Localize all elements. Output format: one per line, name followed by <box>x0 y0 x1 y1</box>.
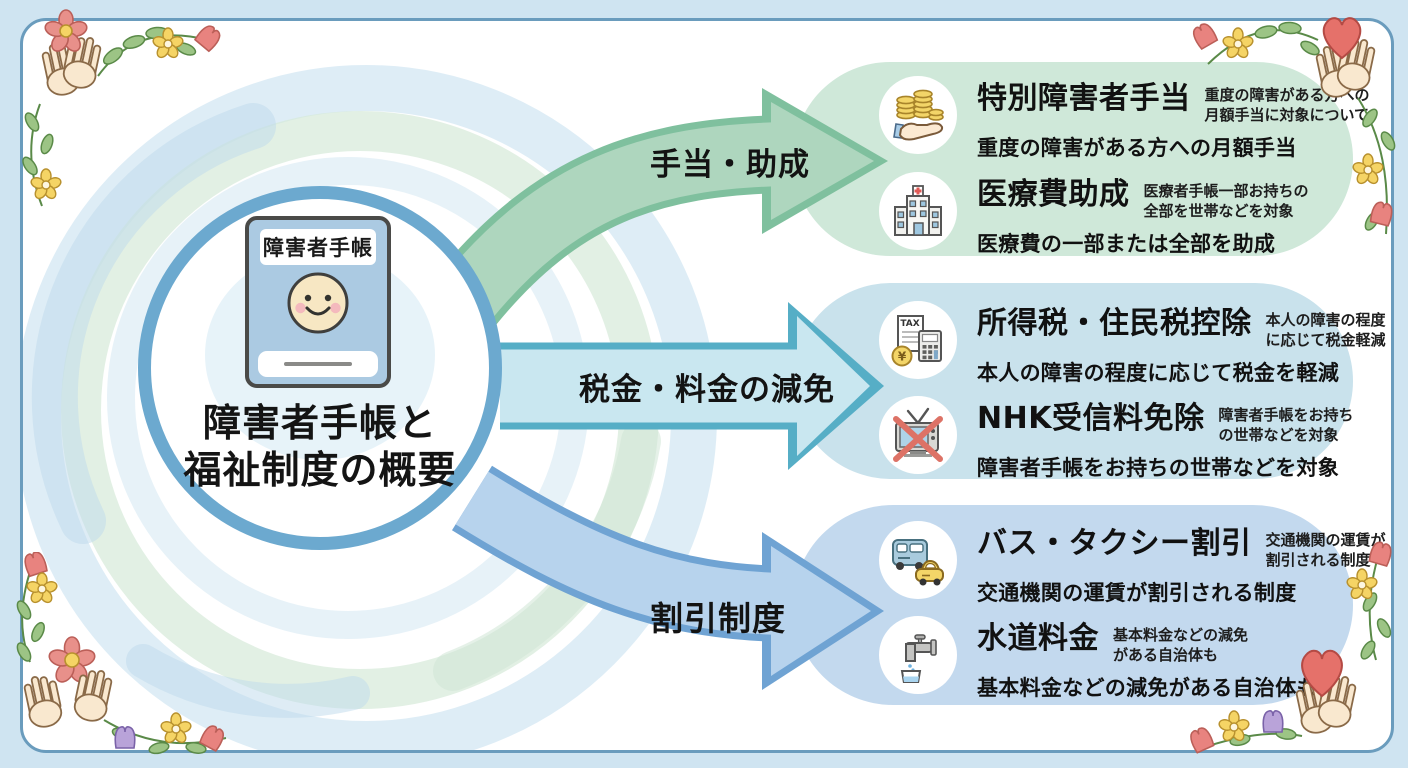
item-subtitle: 重度の障害がある方への月額手当 <box>977 136 1297 160</box>
item-title: NHK受信料免除 <box>977 401 1205 436</box>
discount-box: バス・タクシー割引 交通機関の運賃が 割引される制度 交通機関の運賃が割引される… <box>793 505 1386 705</box>
svg-text:TAX: TAX <box>900 319 919 329</box>
arrow-label-discount: 割引制度 <box>650 599 786 638</box>
item-note: 本人の障害の程度 に応じて税金軽減 <box>1265 311 1386 349</box>
water-faucet-icon <box>900 634 937 683</box>
disability-certificate-booklet: 障害者手帳 <box>245 216 391 388</box>
item-title: バス・タクシー割引 <box>977 526 1252 561</box>
tax-calculator-icon: TAX ¥ <box>891 315 942 367</box>
page-title: 障害者手帳と 福祉制度の概要 <box>183 401 457 493</box>
item-subtitle: 医療費の一部または全部を助成 <box>977 232 1276 256</box>
booklet-label: 障害者手帳 <box>260 229 376 265</box>
arrow-label-tax: 税金・料金の減免 <box>579 372 835 408</box>
item-subtitle: 障害者手帳をお持ちの世帯などを対象 <box>977 456 1340 480</box>
list-item: 水道料金 基本料金などの減免 がある自治体も 基本料金などの減免がある自治体も <box>879 616 1339 702</box>
item-note: 重度の障害がある方への 月額手当に対象について <box>1204 86 1370 124</box>
svg-text:¥: ¥ <box>898 350 907 364</box>
arrow-label-benefits: 手当・助成 <box>650 147 810 183</box>
bus-taxi-icon <box>892 539 944 586</box>
item-subtitle: 基本料金などの減免がある自治体も <box>977 676 1318 700</box>
item-subtitle: 本人の障害の程度に応じて税金を軽減 <box>977 361 1340 385</box>
hospital-icon <box>894 185 942 236</box>
item-note: 基本料金などの減免 がある自治体も <box>1113 626 1249 664</box>
item-note: 医療者手帳一部お持ちの 全部を世帯などを対象 <box>1143 182 1309 220</box>
list-item: 特別障害者手当 重度の障害がある方への 月額手当に対象について 重度の障害がある… <box>879 76 1370 162</box>
list-item: 医療費助成 医療者手帳一部お持ちの 全部を世帯などを対象 医療費の一部または全部… <box>879 172 1339 258</box>
item-title: 所得税・住民税控除 <box>977 306 1252 341</box>
list-item: NHK受信料免除 障害者手帳をお持ち の世帯などを対象 障害者手帳をお持ちの世帯… <box>879 396 1353 482</box>
tax-box: TAX ¥ 所得 <box>793 283 1386 482</box>
benefits-box: 特別障害者手当 重度の障害がある方への 月額手当に対象について 重度の障害がある… <box>793 62 1370 258</box>
tv-no-fee-icon <box>893 407 943 462</box>
item-note: 障害者手帳をお持ち の世帯などを対象 <box>1218 406 1354 444</box>
item-title: 水道料金 <box>977 621 1099 656</box>
booklet-name-bar <box>258 351 378 377</box>
list-item: バス・タクシー割引 交通機関の運賃が 割引される制度 交通機関の運賃が割引される… <box>879 521 1386 607</box>
list-item: TAX ¥ 所得 <box>879 301 1386 387</box>
item-title: 医療費助成 <box>977 177 1130 212</box>
coins-hand-icon <box>893 89 944 141</box>
item-title: 特別障害者手当 <box>977 81 1191 116</box>
item-subtitle: 交通機関の運賃が割引される制度 <box>977 581 1297 605</box>
item-note: 交通機関の運賃が 割引される制度 <box>1265 531 1386 569</box>
smiley-face-icon <box>287 272 349 334</box>
